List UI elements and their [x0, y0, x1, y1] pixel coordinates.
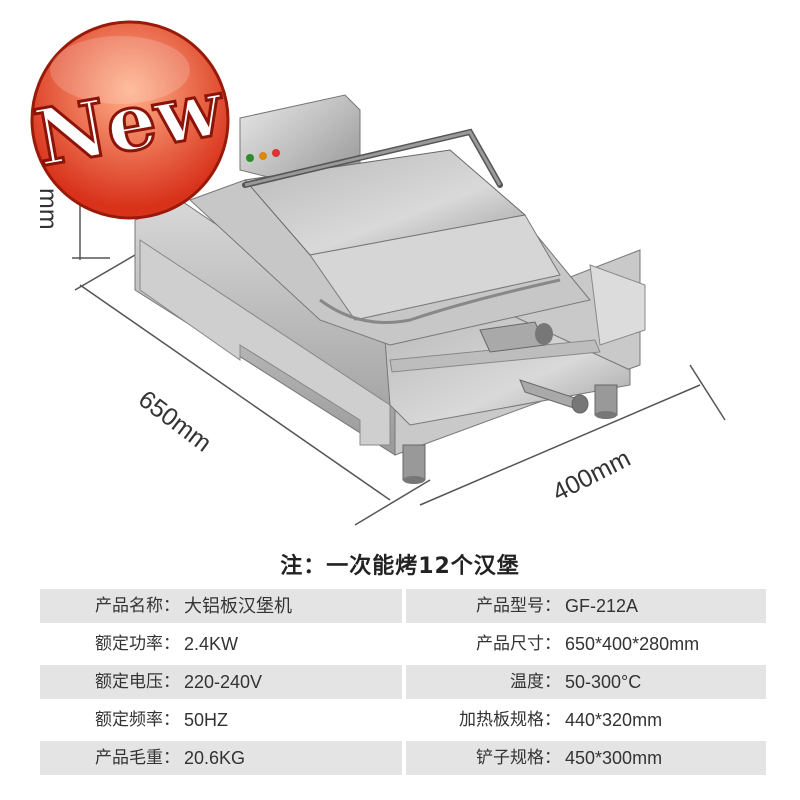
spec-row: 产品名称：大铝板汉堡机产品型号：GF-212A: [40, 589, 766, 623]
spec-value: 50HZ: [184, 710, 229, 730]
spec-label: 铲子规格：: [476, 748, 561, 768]
spec-cell-left: 产品名称：大铝板汉堡机: [40, 589, 402, 623]
spec-label: 温度：: [510, 672, 561, 692]
spec-cell-right: 产品型号：GF-212A: [406, 589, 766, 623]
spec-value: 大铝板汉堡机: [184, 596, 292, 616]
product-illustration: New 650mm 400mm mm: [27, 20, 726, 526]
spec-value: 440*320mm: [565, 710, 663, 730]
spec-cell-left: 产品毛重：20.6KG: [40, 741, 402, 775]
spec-label: 产品型号：: [476, 596, 561, 616]
burger-machine-illustration: New: [27, 20, 726, 526]
spec-value: 2.4KW: [184, 634, 239, 654]
spec-value: 650*400*280mm: [565, 634, 700, 654]
spec-label: 加热板规格：: [459, 710, 561, 730]
new-badge: New: [27, 20, 233, 220]
spec-cell-left: 额定频率：50HZ: [40, 703, 402, 737]
spec-cell-right: 产品尺寸：650*400*280mm: [406, 627, 766, 661]
spec-label: 产品尺寸：: [476, 634, 561, 654]
spec-cell-left: 额定电压：220-240V: [40, 665, 402, 699]
capacity-note: 注：一次能烤12个汉堡: [280, 554, 520, 579]
spec-label: 额定电压：: [95, 672, 180, 692]
spec-label: 产品毛重：: [95, 748, 180, 768]
spec-cell-left: 额定功率：2.4KW: [40, 627, 402, 661]
spec-value: 450*300mm: [565, 748, 663, 768]
height-dimension-label: mm: [34, 188, 62, 230]
spec-cell-right: 温度：50-300°C: [406, 665, 766, 699]
spec-label: 产品名称：: [95, 596, 180, 616]
spec-label: 额定频率：: [95, 710, 180, 730]
spec-value: GF-212A: [565, 596, 639, 616]
spec-value: 220-240V: [184, 672, 263, 692]
spec-value: 50-300°C: [565, 672, 642, 692]
spec-cell-right: 加热板规格：440*320mm: [406, 703, 766, 737]
spec-value: 20.6KG: [184, 748, 246, 768]
spec-cell-right: 铲子规格：450*300mm: [406, 741, 766, 775]
spec-label: 额定功率：: [95, 634, 180, 654]
